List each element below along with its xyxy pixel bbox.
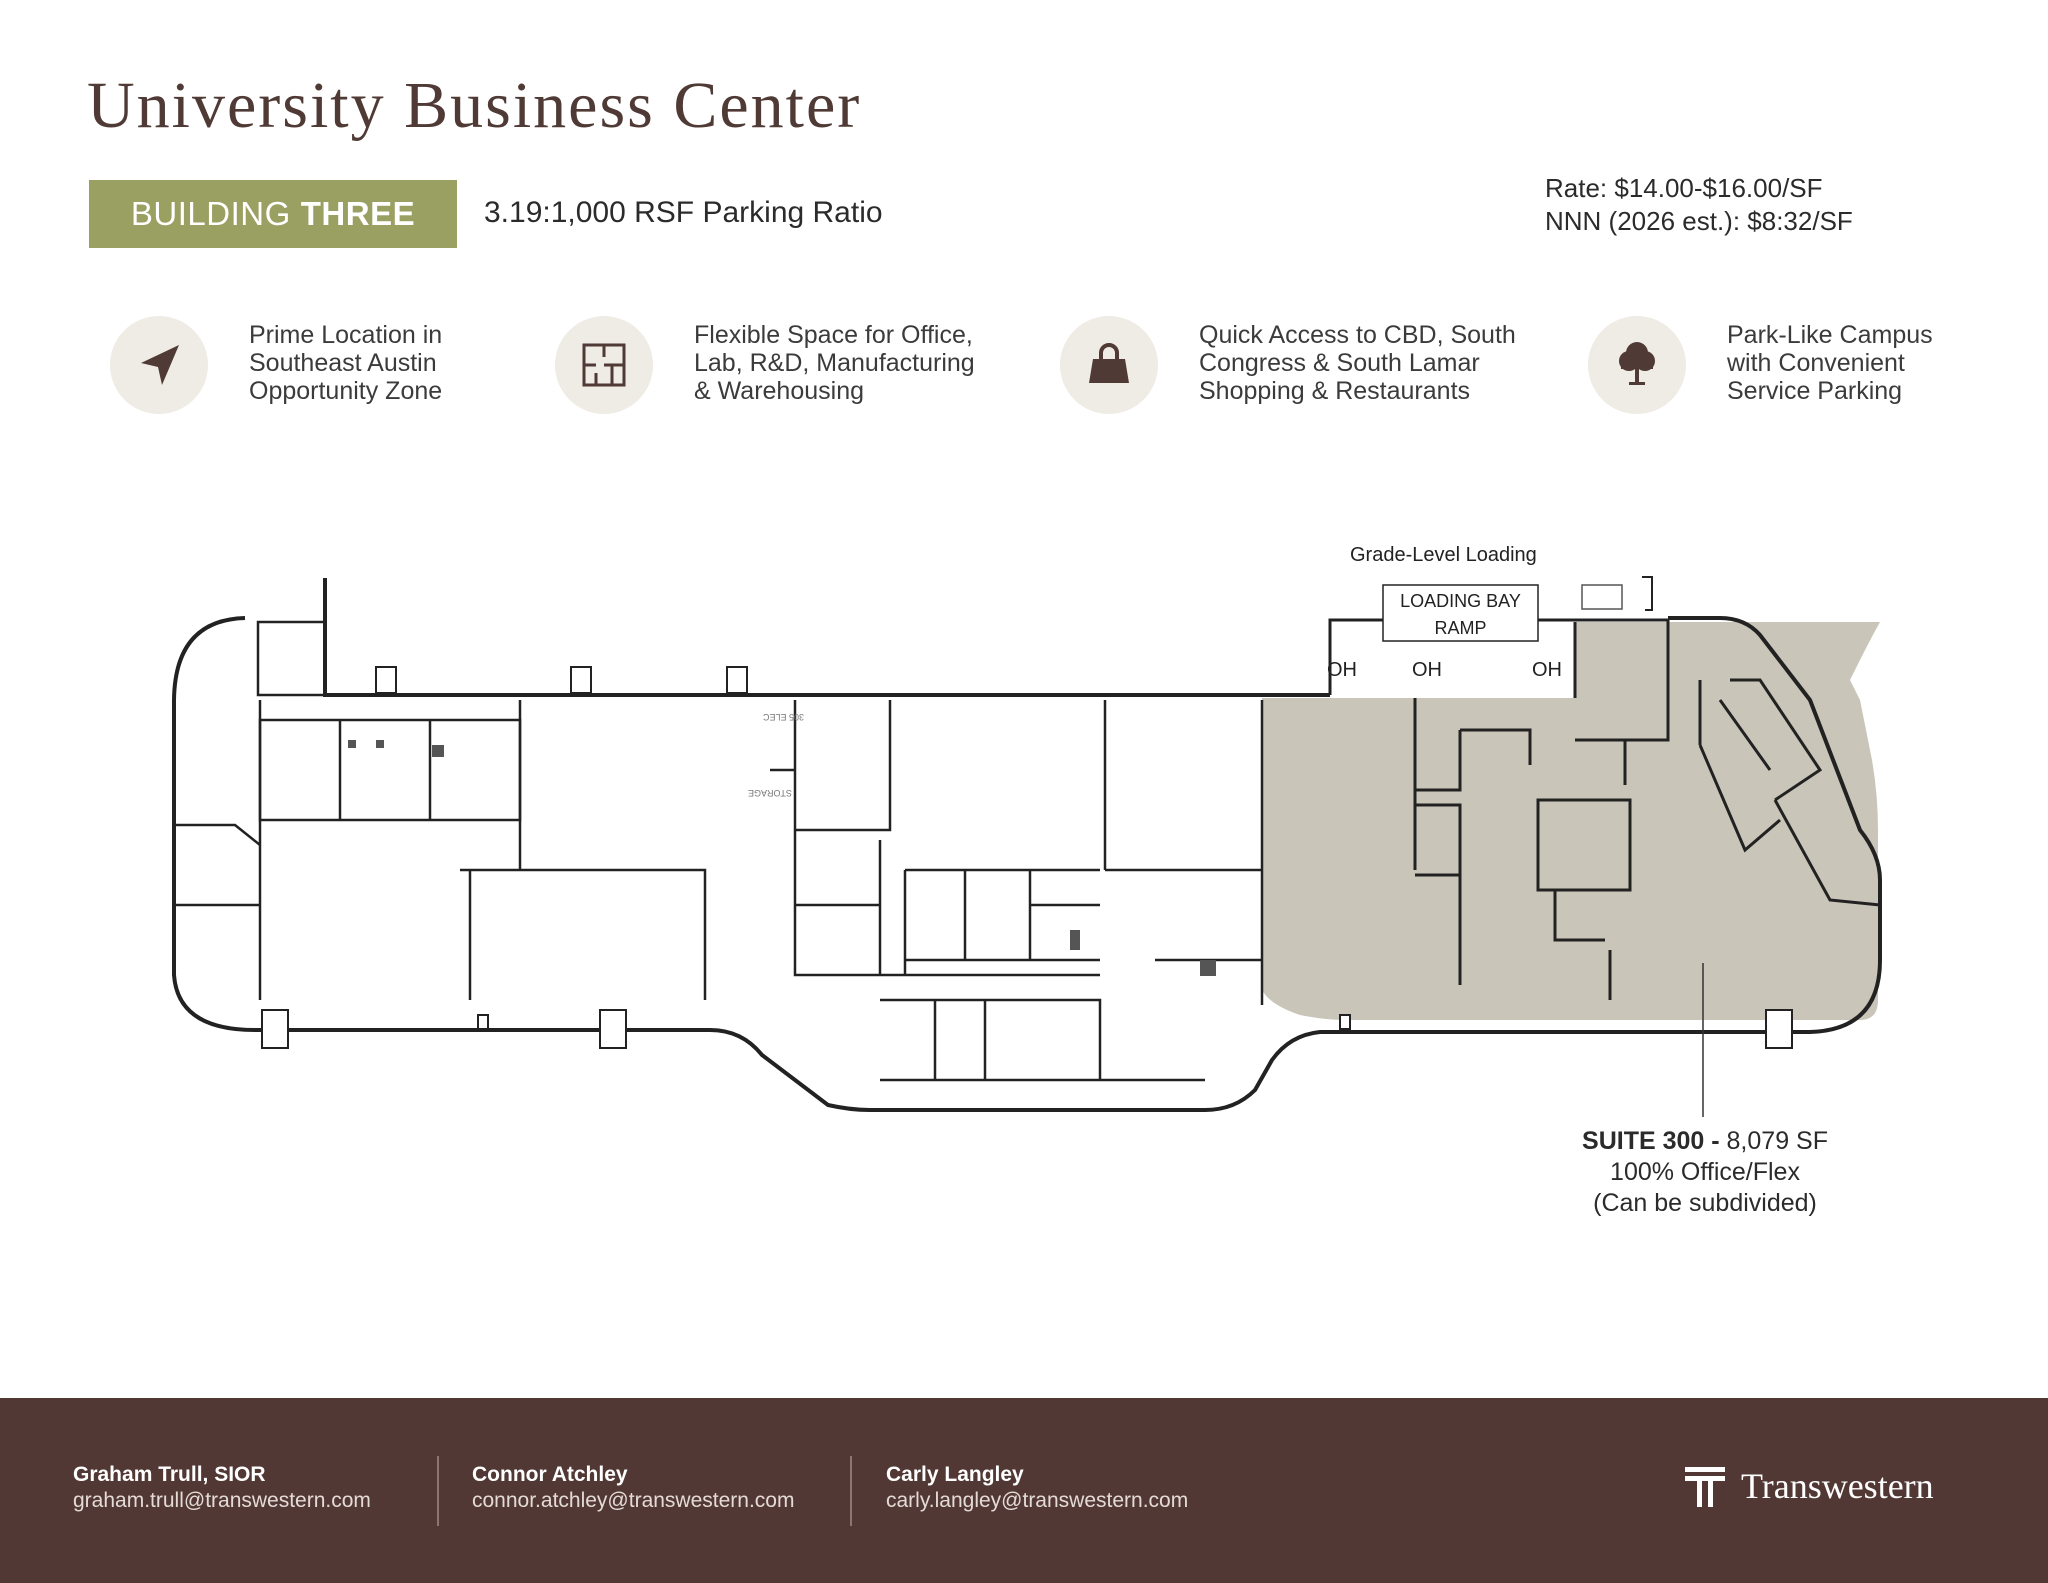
brand-logo: Transwestern [1683, 1464, 1934, 1508]
contact-name: Connor Atchley [472, 1463, 628, 1486]
parking-ratio: 3.19:1,000 RSF Parking Ratio [484, 196, 883, 229]
transwestern-logo-icon [1685, 1467, 1725, 1507]
suite-title: SUITE 300 - 8,079 SF [1555, 1126, 1855, 1157]
storage-room-label: STORAGE [748, 788, 792, 798]
feature-text: Prime Location in Southeast Austin Oppor… [249, 321, 443, 405]
feature-flexible-space: Flexible Space for Office, Lab, R&D, Man… [555, 316, 975, 414]
loading-bay-label: LOADING BAY RAMP [1383, 588, 1538, 642]
loading-bay-line1: LOADING BAY [1400, 591, 1521, 611]
location-arrow-icon [110, 316, 208, 414]
contact-connor: Connor Atchley connor.atchley@transweste… [472, 1462, 794, 1514]
tree-icon [1588, 316, 1686, 414]
contact-graham: Graham Trull, SIOR graham.trull@transwes… [73, 1462, 371, 1514]
rate-text: Rate: $14.00-$16.00/SF [1545, 173, 1823, 203]
loading-bay-line2: RAMP [1434, 618, 1487, 638]
contact-email-link[interactable]: carly.langley@transwestern.com [886, 1489, 1189, 1512]
rate-info: Rate: $14.00-$16.00/SF NNN (2026 est.): … [1545, 172, 1853, 238]
brand-name: Transwestern [1741, 1466, 1934, 1506]
overhead-door-label: OH [1532, 659, 1562, 681]
page-title: University Business Center [87, 69, 862, 142]
building-outline [172, 616, 1882, 1112]
suite-300-label: SUITE 300 - 8,079 SF 100% Office/Flex (C… [1555, 1126, 1855, 1219]
suite-use: 100% Office/Flex [1610, 1158, 1800, 1186]
grade-level-loading-label: Grade-Level Loading [1350, 544, 1537, 566]
shopping-bag-icon [1060, 316, 1158, 414]
floor-plan [172, 576, 1882, 1117]
feature-quick-access: Quick Access to CBD, South Congress & So… [1060, 316, 1516, 414]
building-badge: BUILDING THREE [89, 180, 457, 248]
building-name: THREE [300, 195, 416, 232]
overhead-door-label: OH [1412, 659, 1442, 681]
contact-email-link[interactable]: connor.atchley@transwestern.com [472, 1489, 795, 1512]
footer-divider [437, 1456, 439, 1526]
contact-carly: Carly Langley carly.langley@transwestern… [886, 1462, 1188, 1514]
contact-name: Carly Langley [886, 1463, 1024, 1486]
overhead-door-label: OH [1327, 659, 1357, 681]
building-prefix: BUILDING [130, 195, 291, 232]
suite-note: (Can be subdivided) [1593, 1189, 1817, 1217]
feature-text: Park-Like Campus with Convenient Service… [1727, 321, 1933, 405]
contact-email-link[interactable]: graham.trull@transwestern.com [73, 1489, 371, 1512]
contact-name: Graham Trull, SIOR [73, 1463, 266, 1486]
elec-room-label: 305 ELEC [763, 712, 805, 722]
nnn-text: NNN (2026 est.): $8:32/SF [1545, 206, 1853, 236]
suite-size: 8,079 SF [1726, 1127, 1828, 1155]
feature-text: Quick Access to CBD, South Congress & So… [1199, 321, 1516, 405]
footer: Graham Trull, SIOR graham.trull@transwes… [0, 1398, 2048, 1583]
feature-campus: Park-Like Campus with Convenient Service… [1588, 316, 1933, 414]
floor-plan-icon [555, 316, 653, 414]
suite-name: SUITE 300 - [1582, 1127, 1720, 1155]
feature-text: Flexible Space for Office, Lab, R&D, Man… [694, 321, 975, 405]
footer-divider [850, 1456, 852, 1526]
feature-location: Prime Location in Southeast Austin Oppor… [110, 316, 442, 414]
